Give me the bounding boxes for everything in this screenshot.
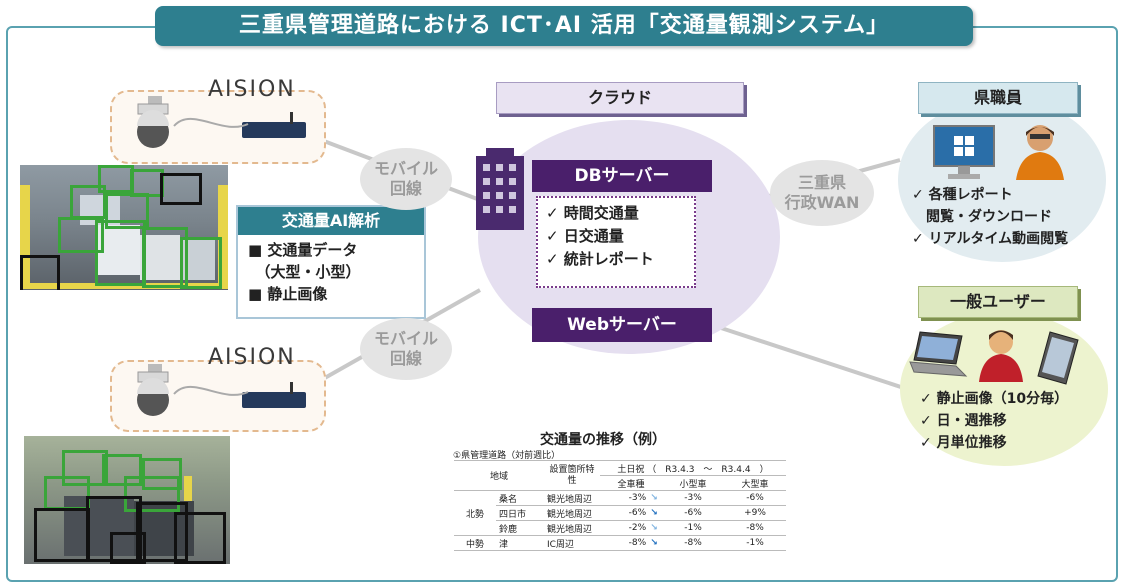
ai-analysis-header: 交通量AI解析 — [238, 207, 424, 235]
mobile-line-label-3: モバイル — [373, 329, 438, 348]
cell-city: 四日市 — [496, 505, 544, 521]
header-period: 土日祝 （ R3.4.3 ～ R3.4.4 ） — [600, 460, 786, 476]
cell-small: -8% — [662, 535, 724, 551]
staff-item-download: 閲覧・ダウンロード — [912, 209, 1052, 225]
db-item-report: ✓ 統計レポート — [546, 250, 654, 268]
db-item-daily: ✓ 日交通量 — [546, 227, 624, 245]
laptop-icon — [909, 331, 968, 377]
wan-label-1: 三重県 — [797, 173, 846, 192]
cell-all: -8% — [628, 538, 647, 548]
prefecture-staff-list: ✓ 各種レポート 閲覧・ダウンロード ✓ リアルタイム動画閲覧 — [912, 184, 1068, 250]
cctv-camera-icon — [137, 364, 169, 416]
general-users-list: ✓ 静止画像（10分毎） ✓ 日・週推移 ✓ 月単位推移 — [920, 388, 1068, 454]
cell-type: 観光地周辺 — [544, 520, 600, 536]
aision-logo-2: AISION — [208, 345, 296, 370]
page-title: 三重県管理道路における ICT･AI 活用「交通量観測システム」 — [155, 6, 973, 46]
arrow-down-light-icon: ↘ — [650, 523, 658, 533]
table-subheader-row: 全車種 小型車 大型車 — [454, 475, 786, 491]
staff-item-report: ✓ 各種レポート — [912, 187, 1013, 203]
cell-city: 桑名 — [496, 490, 544, 506]
web-server-label: Webサーバー — [532, 308, 712, 342]
table-row: 鈴鹿 観光地周辺 -2% ↘ -1% -8% — [454, 520, 786, 536]
cell-large: +9% — [724, 505, 786, 521]
mobile-line-bubble-2: モバイル 回線 — [360, 318, 452, 380]
general-users-label: 一般ユーザー — [918, 286, 1078, 318]
building-icon — [476, 148, 524, 230]
arrow-down-light-icon: ↘ — [650, 493, 658, 503]
cell-city: 鈴鹿 — [496, 520, 544, 536]
aision-logo-1: AISION — [208, 77, 296, 102]
traffic-photo-1 — [20, 165, 228, 290]
arrow-down-icon: ↘ — [650, 538, 658, 548]
staff-person-icon — [1016, 125, 1064, 180]
table-header-row: 地域 設置箇所特性 土日祝 （ R3.4.3 ～ R3.4.4 ） — [454, 460, 786, 491]
cell-small: -1% — [662, 520, 724, 536]
mobile-line-label-2: 回線 — [389, 179, 422, 198]
wan-label-2: 行政WAN — [784, 193, 860, 212]
cell-large: -1% — [724, 535, 786, 551]
cell-all: -3% — [628, 493, 647, 503]
traffic-table-title: 交通量の推移（例） — [540, 432, 666, 448]
cell-small: -3% — [662, 490, 724, 506]
mobile-line-label-4: 回線 — [389, 349, 422, 368]
header-location-type: 設置箇所特性 — [544, 460, 600, 491]
header-large: 大型車 — [724, 475, 786, 491]
ai-item-still-image: ■ 静止画像 — [248, 285, 328, 303]
monitor-icon — [933, 125, 995, 179]
cell-type: 観光地周辺 — [544, 490, 600, 506]
ai-analysis-box: 交通量AI解析 ■ 交通量データ （大型・小型） ■ 静止画像 — [236, 205, 426, 319]
user-item-monthly: ✓ 月単位推移 — [920, 435, 1007, 451]
cell-all: -6% — [628, 508, 647, 518]
ai-item-traffic-data: ■ 交通量データ — [248, 241, 358, 259]
traffic-table-caption: ①県管理道路（対前週比） — [453, 451, 561, 461]
header-region: 地域 — [454, 460, 544, 491]
user-person-icon — [979, 330, 1023, 382]
cable-icon — [173, 386, 249, 396]
cell-large: -6% — [724, 490, 786, 506]
cell-region: 中勢 — [454, 535, 496, 551]
ai-item-vehicle-size: （大型・小型） — [248, 263, 361, 281]
prefecture-staff-area — [898, 98, 1106, 262]
header-all: 全車種 — [600, 475, 662, 491]
db-server-label: DBサーバー — [532, 160, 712, 192]
user-item-still: ✓ 静止画像（10分毎） — [920, 391, 1069, 407]
wan-bubble: 三重県 行政WAN — [770, 160, 874, 226]
table-row: 北勢 桑名 観光地周辺 -3% ↘ -3% -6% — [454, 490, 786, 536]
line-web-users — [711, 323, 911, 392]
traffic-photo-2 — [24, 436, 230, 564]
cell-city: 津 — [496, 535, 544, 551]
smartphone-icon — [1037, 331, 1079, 385]
header-small: 小型車 — [662, 475, 724, 491]
cctv-camera-icon — [137, 96, 169, 148]
cell-region: 北勢 — [454, 490, 496, 536]
cell-all: -2% — [628, 523, 647, 533]
cell-type: 観光地周辺 — [544, 505, 600, 521]
network-device-icon — [242, 382, 306, 408]
table-row: 中勢 津 IC周辺 -8% ↘ -8% -1% — [454, 535, 786, 551]
arrow-down-icon: ↘ — [650, 508, 658, 518]
db-item-hourly: ✓ 時間交通量 — [546, 204, 639, 222]
table-row: 四日市 観光地周辺 -6% ↘ -6% +9% — [454, 505, 786, 521]
mobile-line-bubble-1: モバイル 回線 — [360, 148, 452, 210]
cell-type: IC周辺 — [544, 535, 600, 551]
mobile-line-label-1: モバイル — [373, 159, 438, 178]
user-item-daily-weekly: ✓ 日・週推移 — [920, 413, 1007, 429]
traffic-table: 地域 設置箇所特性 土日祝 （ R3.4.3 ～ R3.4.4 ） 全車種 小型… — [454, 460, 786, 551]
staff-item-realtime: ✓ リアルタイム動画閲覧 — [912, 231, 1069, 247]
network-device-icon — [242, 112, 306, 138]
prefecture-staff-label: 県職員 — [918, 82, 1078, 114]
db-server-items: ✓ 時間交通量 ✓ 日交通量 ✓ 統計レポート — [536, 196, 696, 288]
cell-small: -6% — [662, 505, 724, 521]
cable-icon — [173, 118, 249, 128]
cell-large: -8% — [724, 520, 786, 536]
cloud-label: クラウド — [496, 82, 744, 114]
